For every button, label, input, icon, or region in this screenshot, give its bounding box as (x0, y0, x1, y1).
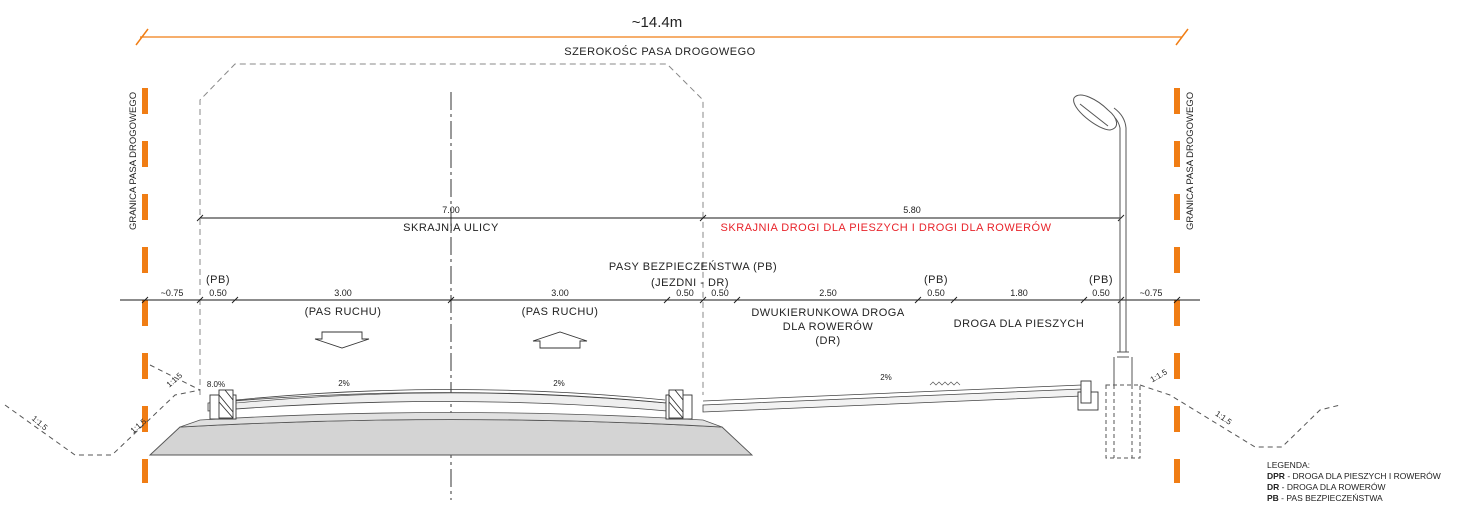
total-width-label: SZEROKOŚC PASA DROGOWEGO (564, 45, 756, 58)
pb-left-value: 0.50 (209, 288, 227, 298)
street-clearance-value: 7.00 (442, 205, 460, 215)
embankment-right-top-slope: 1:1.5 (1149, 367, 1169, 384)
pb-mid-value: 0.50 (927, 288, 945, 298)
bike-path-label-2: DLA ROWERÓW (783, 320, 874, 333)
terrain-line (4, 364, 1341, 456)
legend-title: LEGENDA: (1267, 460, 1310, 470)
pb-right-tag: (PB) (1089, 274, 1113, 286)
ditch-left-slope: 1:1.5 (30, 414, 50, 433)
legend-entry-pb: PB - PAS BEZPIECZEŃSTWA (1267, 493, 1383, 503)
ground-texture (929, 381, 961, 386)
path-clearance-label: SKRAJNIA DROGI DLA PIESZYCH I DROGI DLA … (721, 221, 1052, 234)
street-clearance-label: SKRAJNIA ULICY (403, 222, 499, 234)
safety-strips-label: PASY BEZPIECZEŃSTWA (PB) (609, 260, 777, 273)
legend: LEGENDA: DPR - DROGA DLA PIESZYCH I ROWE… (1267, 460, 1441, 503)
lane2-value: 3.00 (551, 288, 569, 298)
clearance-dimension-line (196, 214, 1125, 222)
lane1-slope-label: 2% (338, 379, 350, 388)
curbs (209, 380, 1099, 420)
bike-path-value: 2.50 (819, 288, 837, 298)
street-lamp-icon (1073, 94, 1141, 459)
right-boundary-label: GRANICA PASA DROGOWEGO (1185, 92, 1196, 230)
lane2-slope-label: 2% (553, 379, 565, 388)
bike-path-label-3: (DR) (815, 335, 840, 347)
bike-path-label-1: DWUKIERUNKOWA DROGA (751, 307, 904, 319)
pb-left-tag: (PB) (206, 274, 230, 286)
path-clearance-value: 5.80 (903, 205, 921, 215)
total-width-dimension: ~14.4m SZEROKOŚC PASA DROGOWEGO (135, 14, 1189, 58)
ditch-right-slope: 1:1.5 (1214, 409, 1234, 427)
left-verge-value: ~0.75 (161, 288, 184, 298)
lane1-label: (PAS RUCHU) (305, 306, 382, 318)
down-direction-arrow-icon (314, 331, 370, 349)
legend-entry-dpr: DPR - DROGA DLA PIESZYCH I ROWERÓW (1267, 471, 1441, 481)
pb-road-value: 0.50 (676, 288, 694, 298)
pb-dr-value: 0.50 (711, 288, 729, 298)
pavement-layers (148, 384, 1083, 456)
left-boundary-label: GRANICA PASA DROGOWEGO (128, 92, 139, 230)
total-width-value: ~14.4m (632, 14, 682, 31)
shoulder-slope-label: 8.0% (207, 380, 225, 389)
pb-mid-tag: (PB) (924, 274, 948, 286)
segments-dimension-line (120, 296, 1200, 304)
safety-strips-sublabel: (JEZDNI - DR) (651, 277, 729, 289)
walkway-value: 1.80 (1010, 288, 1028, 298)
lane1-value: 3.00 (334, 288, 352, 298)
street-clearance-envelope (199, 63, 704, 395)
pb-right-value: 0.50 (1092, 288, 1110, 298)
path-slope-label: 2% (880, 373, 892, 382)
up-direction-arrow-icon (532, 331, 588, 349)
right-verge-value: ~0.75 (1140, 288, 1163, 298)
legend-entry-dr: DR - DROGA DLA ROWERÓW (1267, 482, 1386, 492)
walkway-label: DROGA DLA PIESZYCH (954, 318, 1085, 330)
lane2-label: (PAS RUCHU) (522, 306, 599, 318)
